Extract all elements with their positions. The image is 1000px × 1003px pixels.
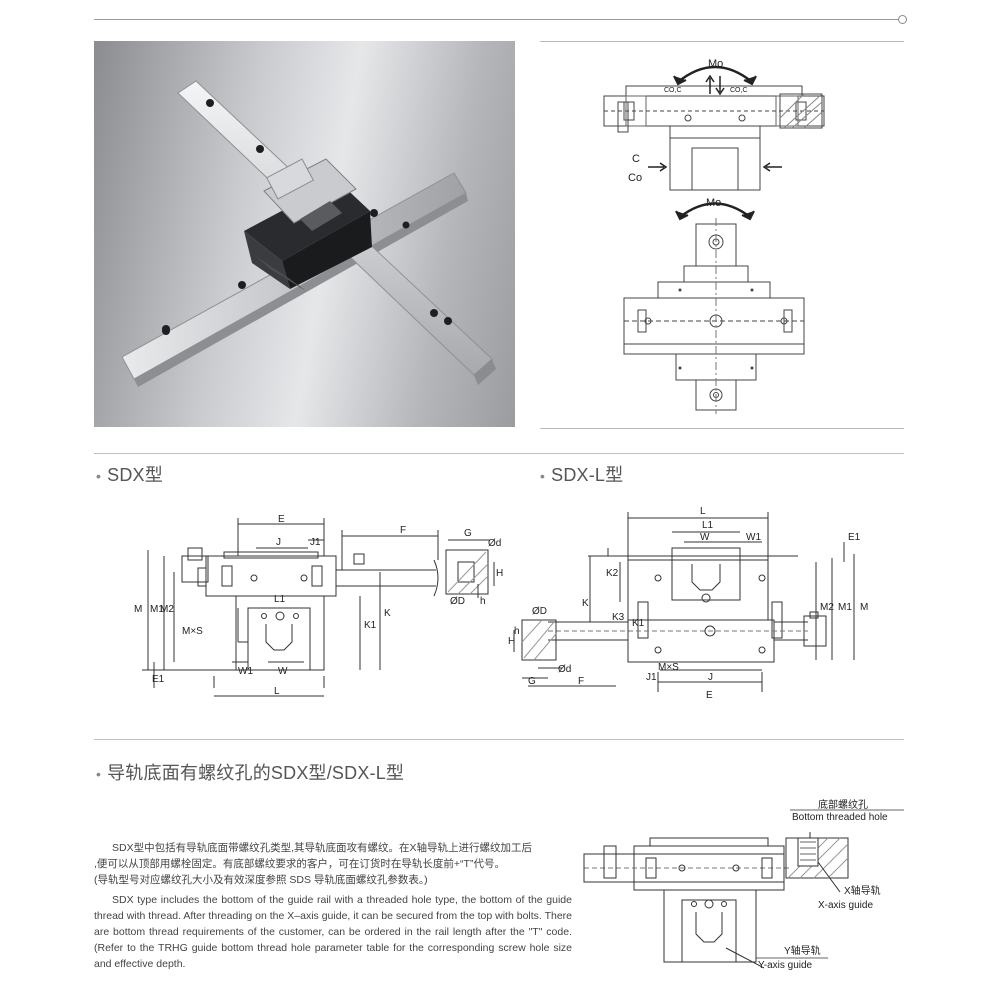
top-rule-end-dot [898, 15, 907, 24]
callout-x-axis-cn: X轴导轨 [844, 884, 881, 897]
description-cn: SDX型中包括有导轨底面带螺纹孔类型,其导轨底面攻有螺纹。在X轴导轨上进行螺纹加… [94, 840, 572, 888]
sdx-dim-W1: W1 [238, 666, 253, 677]
sdxl-dim-Od: Ød [558, 664, 571, 675]
sdxl-dim-MxS: M×S [658, 662, 679, 673]
callout-bottom-hole-en: Bottom threaded hole [792, 812, 888, 823]
sdx-dim-E1: E1 [152, 674, 165, 685]
top-rule [94, 19, 904, 20]
load-label-co-c-right: CO,C [730, 87, 748, 94]
sdxl-dim-K1: K1 [632, 618, 645, 629]
sdx-dim-M1: M1 [150, 604, 164, 615]
cross-rail-illustration [121, 80, 496, 387]
product-photo [94, 41, 515, 427]
sdxl-dim-H: H [508, 636, 515, 647]
load-direction-panel: Mo CO,C CO,C C Co Mo [540, 41, 904, 429]
description-cn-line-3: (导轨型号对应螺纹孔大小及有效深度参照 SDS 导轨底面螺纹孔参数表。) [94, 874, 428, 886]
sdxl-dim-M1: M1 [838, 602, 852, 613]
section-title-sdx: •SDX型 [96, 465, 163, 485]
load-label-mo-top: Mo [708, 58, 723, 70]
divider-sections [94, 453, 904, 454]
sdx-dim-G: G [464, 528, 472, 539]
section-title-sdx-l: •SDX-L型 [540, 465, 624, 485]
sdx-dim-W: W [278, 666, 288, 677]
section-title-threaded: •导轨底面有螺纹孔的SDX型/SDX-L型 [96, 763, 405, 783]
sdxl-dim-K: K [582, 598, 589, 609]
sdxl-dim-E: E [706, 690, 713, 701]
sdx-l-dimension-drawing: L L1 W W1 E1 K2 K K3 K1 M2 M1 M ØD H h Ø… [508, 502, 872, 702]
sdx-dim-E: E [278, 514, 285, 525]
callout-y-axis-en: Y-axis guide [758, 960, 813, 971]
load-label-co-c-left: CO,C [664, 87, 682, 94]
callout-bottom-hole-cn: 底部螺纹孔 [818, 798, 868, 811]
description-cn-line-1: SDX型中包括有导轨底面带螺纹孔类型,其导轨底面攻有螺纹。在X轴导轨上进行螺纹加… [112, 842, 533, 854]
sdx-dim-H: H [496, 568, 503, 579]
sdx-dim-J1: J1 [310, 537, 321, 548]
sdxl-dim-J1: J1 [646, 672, 657, 683]
sdxl-dim-OD: ØD [532, 606, 547, 617]
callout-x-axis-en: X-axis guide [818, 900, 873, 911]
sdx-dim-L: L [274, 686, 280, 697]
sdxl-dim-L1: L1 [702, 520, 714, 531]
sdxl-dim-J: J [708, 672, 713, 683]
sdxl-dim-E1: E1 [848, 532, 861, 543]
callout-y-axis-cn: Y轴导轨 [784, 944, 821, 957]
load-label-mo-bottom: Mo [706, 197, 721, 209]
sdx-dim-Od: Ød [488, 538, 501, 549]
sdxl-dim-F: F [578, 676, 584, 687]
description-en: SDX type includes the bottom of the guid… [94, 894, 572, 970]
sdxl-dim-W1: W1 [746, 532, 761, 543]
load-label-c: C [632, 153, 640, 165]
load-label-co: Co [628, 172, 642, 184]
sdxl-dim-K3: K3 [612, 612, 625, 623]
sdx-dim-h: h [480, 596, 486, 607]
threaded-hole-drawing: 底部螺纹孔 Bottom threaded hole X轴导轨 X-axis g… [578, 798, 906, 976]
sdx-dim-M: M [134, 604, 142, 615]
sdx-dim-K: K [384, 608, 391, 619]
sdxl-dim-M: M [860, 602, 868, 613]
sdxl-dim-M2: M2 [820, 602, 834, 613]
description-cn-line-2: ,便可以从顶部用螺栓固定。有底部螺纹要求的客户，可在订货时在导轨长度前+“T”代… [94, 858, 505, 870]
sdxl-dim-L: L [700, 506, 706, 517]
sdx-dim-M2: M2 [160, 604, 174, 615]
sdx-dim-MxS: M×S [182, 626, 203, 637]
sdxl-dim-h: h [514, 626, 520, 637]
sdx-dim-L1: L1 [274, 594, 286, 605]
divider-threaded [94, 739, 904, 740]
sdxl-dim-G: G [528, 676, 536, 687]
sdx-dim-J: J [276, 537, 281, 548]
sdxl-dim-K2: K2 [606, 568, 619, 579]
sdxl-dim-W: W [700, 532, 710, 543]
load-direction-diagram: Mo CO,C CO,C C Co Mo [603, 58, 825, 414]
sdx-dim-OD: ØD [450, 596, 465, 607]
sdx-dim-F: F [400, 525, 406, 536]
sdx-dim-K1: K1 [364, 620, 377, 631]
sdx-dimension-drawing: E J J1 F G Ød H ØD h K K1 M M1 M2 L1 M×S… [128, 512, 520, 704]
